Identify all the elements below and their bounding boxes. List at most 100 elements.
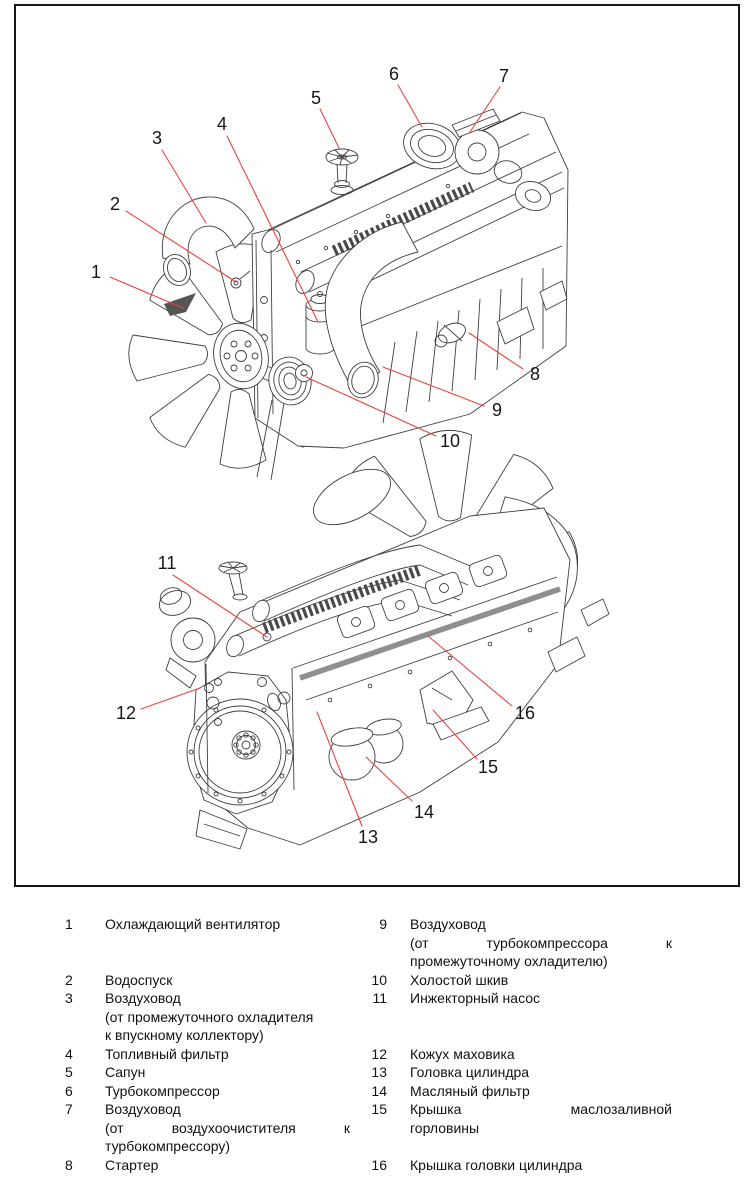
legend-item-text [410,1026,672,1045]
legend-item-number: 4 [65,1045,73,1062]
legend-item-number [65,1137,105,1156]
legend-row: 8 Стартер 16 Крышка головки цилиндра [0,1156,753,1175]
leader-line-7 [469,86,501,133]
legend-item-text [105,934,350,953]
idler-pulley [295,364,313,382]
callout-number-5: 5 [311,88,321,108]
oil-filters [328,718,404,781]
legend-item-number [350,934,387,953]
legend-item-text: к впускному коллектору) [105,1027,264,1043]
legend-item-text: Масляный фильтр [410,1082,530,1099]
legend-row: 4 Топливный фильтр 12 Кожух маховика [0,1045,753,1064]
legend-item-number: 9 [379,916,387,932]
pulley-and-belt [256,356,313,481]
legend-item-number: 7 [65,1101,73,1117]
leader-line-8 [468,332,524,370]
legend-row: (от турбокомпрессора к [0,934,753,953]
legend-item-text: (от турбокомпрессора к [410,934,672,951]
engine-front-view-drawing [128,108,569,481]
callout-number-14: 14 [414,802,434,822]
rear-turbocharger [158,587,216,689]
leader-line-5 [319,108,340,149]
leader-line-14 [365,756,413,802]
legend-item-number: 13 [371,1064,387,1080]
legend-item-text: Воздуховод [105,1101,181,1117]
parts-legend: 1 Охлаждающий вентилятор 9 Воздуховод (о… [0,915,753,1174]
legend-row: турбокомпрессору) [0,1137,753,1156]
legend-item-text: Воздуховод [410,916,486,932]
callout-number-6: 6 [389,64,399,84]
cooling-fan-blades [128,243,354,469]
callout-number-7: 7 [499,66,509,86]
legend-row: (от промежуточного охладителя [0,1008,753,1027]
legend-item-number [350,1026,387,1045]
engine-rear-view-drawing [158,429,610,850]
callout-number-13: 13 [358,827,378,847]
legend-item-number: 2 [65,971,73,988]
callout-number-4: 4 [217,114,227,134]
callout-number-8: 8 [530,364,540,384]
legend-item-text: Стартер [105,1156,159,1173]
rear-fan-blades [313,429,579,672]
legend-item-text: Кожух маховика [410,1045,515,1062]
legend-item-number [350,1119,387,1138]
callout-number-2: 2 [110,194,120,214]
leader-line-13 [316,711,363,827]
legend-item-number [65,952,105,971]
engine-mount-feet [496,280,568,345]
legend-row: к впускному коллектору) [0,1026,753,1045]
leader-line-16 [427,635,513,707]
legend-item-number: 15 [371,1101,387,1117]
callout-number-16: 16 [515,703,535,723]
side-panel [291,576,561,791]
legend-item-text [105,952,350,971]
callout-number-10: 10 [440,431,460,451]
legend-item-text: Крышка маслозаливной [410,1101,672,1117]
legend-item-text: Инжекторный насос [410,990,541,1006]
leader-line-9 [382,366,485,407]
leader-line-6 [397,84,423,128]
legend-item-text: Холостой шкив [410,971,509,988]
rear-face-details [205,663,222,794]
legend-item-number: 8 [65,1156,73,1173]
flywheel-housing-bolt-hole [204,683,214,693]
leader-line-4 [226,135,319,323]
leader-line-1 [109,276,184,309]
legend-item-number: 12 [371,1045,387,1062]
legend-item-text: Охлаждающий вентилятор [105,916,281,932]
leader-line-3 [161,149,207,224]
legend-row: 1 Охлаждающий вентилятор 9 Воздуховод [0,915,753,934]
legend-item-number [350,1137,387,1156]
legend-item-text: Сапун [105,1064,146,1080]
callout-number-11: 11 [158,553,177,573]
legend-item-number: 14 [371,1082,387,1099]
legend-item-number [350,1008,387,1027]
legend-item-number: 5 [65,1064,73,1080]
legend-row: 5 Сапун 13 Головка цилиндра [0,1063,753,1082]
breather [325,148,359,195]
legend-item-number [65,1026,105,1045]
legend-item-text [410,1137,672,1156]
legend-item-number [65,1119,105,1138]
legend-item-number: 16 [371,1156,387,1173]
legend-item-number: 3 [65,990,73,1006]
legend-item-number [65,934,105,953]
turbocharger [403,108,552,211]
rear-breather [218,561,248,601]
legend-item-text: (от воздухоочистителя к [105,1119,350,1136]
cylinder-heads [336,554,508,639]
legend-item-text: Топливный фильтр [105,1045,229,1062]
rear-mount-feet [419,598,610,741]
leader-line-11 [172,574,268,638]
legend-item-number [350,952,387,971]
legend-item-text: промежуточному охладителю) [410,953,608,969]
legend-item-number: 6 [65,1082,73,1099]
callout-number-9: 9 [492,400,502,420]
legend-row: (от воздухоочистителя к горловины [0,1119,753,1138]
legend-item-number: 1 [65,916,73,932]
legend-item-number: 10 [371,971,387,988]
legend-item-text: Турбокомпрессор [105,1082,220,1099]
